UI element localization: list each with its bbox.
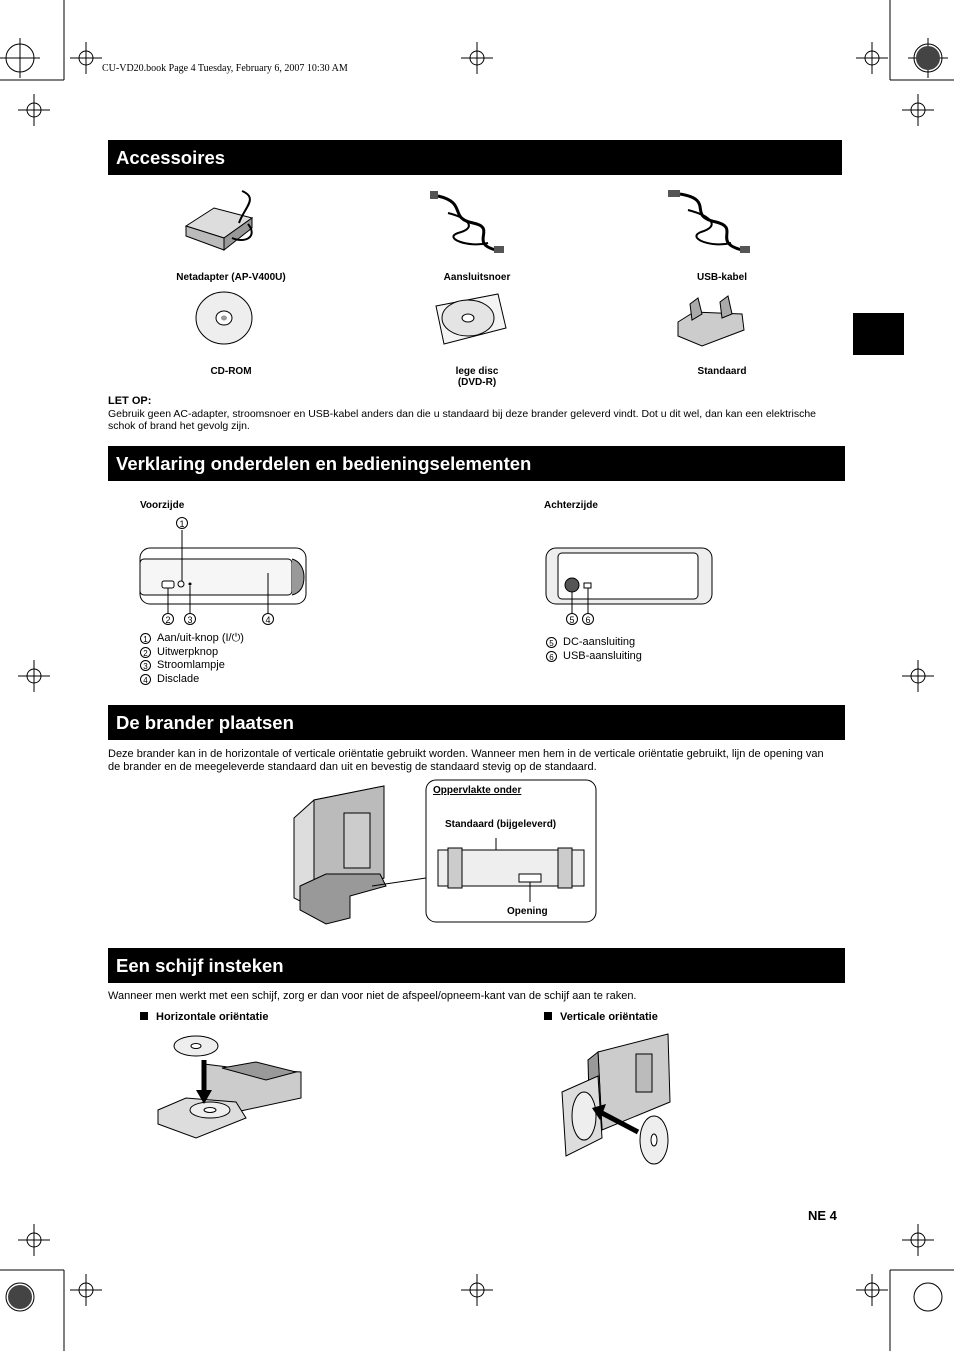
section-title-parts: Verklaring onderdelen en bedieningseleme… <box>108 446 845 481</box>
horizontal-heading: Horizontale oriëntatie <box>140 1011 268 1023</box>
square-bullet-icon <box>544 1012 552 1020</box>
placement-text: Deze brander kan in de horizontale of ve… <box>108 748 824 773</box>
insert-text: Wanneer men werkt met een schijf, zorg e… <box>108 990 637 1002</box>
section-title-placement: De brander plaatsen <box>108 705 845 740</box>
callout-5: 5 <box>566 613 578 625</box>
callout-opening-label: Opening <box>507 906 548 917</box>
section-tab <box>853 313 904 355</box>
back-label: Achterzijde <box>544 500 598 511</box>
accessory-label-cdrom: CD-ROM <box>210 366 252 377</box>
callout-title: Oppervlakte onder <box>433 785 522 796</box>
vertical-heading: Verticale oriëntatie <box>544 1011 658 1023</box>
note-text: Gebruik geen AC-adapter, stroomsnoer en … <box>108 408 817 432</box>
note-title: LET OP: <box>108 395 152 407</box>
blank-disc-label-1: lege disc <box>455 366 499 377</box>
accessory-label-usb: USB-kabel <box>696 272 747 283</box>
cd-rom-icon <box>195 291 253 345</box>
callout-4: 4 <box>262 613 274 625</box>
section-title-insert: Een schijf insteken <box>108 948 845 983</box>
blank-disc-label-2: (DVD-R) <box>457 377 497 388</box>
ac-adapter-icon <box>184 190 254 252</box>
stand-icon <box>677 295 745 347</box>
vertical-stand-diagram <box>293 779 597 925</box>
accessory-label-blank-disc: lege disc (DVD-R) <box>387 366 567 388</box>
callout-6: 6 <box>582 613 594 625</box>
accessory-label-adapter: Netadapter (AP-V400U) <box>176 272 286 283</box>
power-cord-icon <box>430 191 504 253</box>
page-number: NE 4 <box>808 1208 837 1223</box>
section-title-accessories: Accessoires <box>108 140 842 175</box>
callout-3: 3 <box>184 613 196 625</box>
vertical-insert-diagram <box>561 1033 671 1165</box>
callout-1: 1 <box>176 517 188 529</box>
square-bullet-icon <box>140 1012 148 1020</box>
accessory-label-stand: Standaard <box>697 366 747 377</box>
front-device-diagram <box>139 530 307 613</box>
accessory-label-cord: Aansluitsnoer <box>443 272 511 283</box>
back-device-diagram <box>545 547 713 613</box>
callout-stand-label: Standaard (bijgeleverd) <box>445 819 557 830</box>
callout-2: 2 <box>162 613 174 625</box>
file-header: CU-VD20.book Page 4 Tuesday, February 6,… <box>102 63 348 74</box>
front-label: Voorzijde <box>140 500 185 511</box>
blank-disc-icon <box>435 293 507 345</box>
usb-cable-icon <box>668 190 750 253</box>
horizontal-insert-diagram <box>157 1035 302 1139</box>
